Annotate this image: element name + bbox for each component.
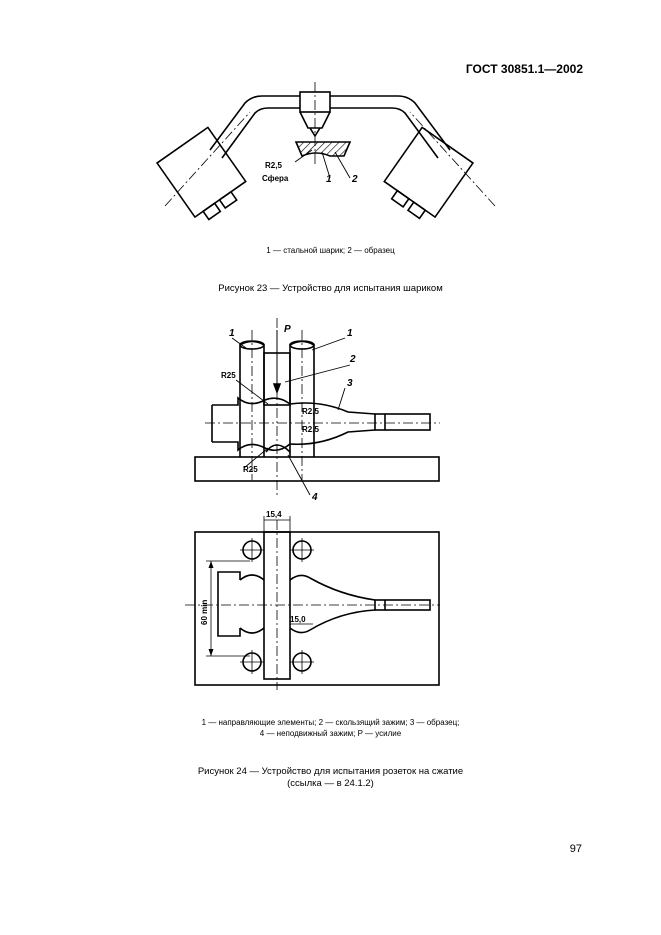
page-number: 97 (569, 843, 582, 855)
fig23-callout-2: 2 (351, 174, 358, 185)
fig24-callout-1-left: 1 (229, 328, 235, 339)
fig24-callout-2: 2 (349, 354, 356, 365)
fig23-legend: 1 — стальной шарик; 2 — образец (266, 246, 395, 255)
fig24-dim-15-4: 15,4 (266, 510, 282, 519)
fig24-callout-4: 4 (311, 492, 318, 503)
figure-23-ball-tester (155, 82, 496, 221)
fig24-caption-line1: Рисунок 24 — Устройство для испытания ро… (197, 766, 464, 777)
fig24-caption-line2: (ссылка — в 24.1.2) (287, 778, 374, 789)
fig24-legend-line2: 4 — неподвижный зажим; P — усилие (259, 729, 402, 738)
figure-24-side-view (194, 318, 440, 496)
fig23-callout-1: 1 (326, 174, 332, 185)
fig24-legend-line1: 1 — направляющие элементы; 2 — скользящи… (201, 718, 460, 727)
fig23-caption: Рисунок 23 — Устройство для испытания ша… (218, 283, 443, 294)
fig23-sphere-label: Сфера (262, 174, 289, 183)
fig24-force-label: P (284, 324, 291, 335)
fig23-radius-label: R2,5 (265, 161, 282, 170)
fig24-dim-60-min: 60 min (200, 600, 209, 625)
fig24-radius-r2-5-upper: R2,5 (302, 407, 319, 416)
fig24-radius-r2-5-lower: R2,5 (302, 425, 319, 434)
figure-24-plan-view (185, 516, 440, 690)
document-header: ГОСТ 30851.1—2002 (465, 62, 583, 76)
fig24-radius-r25-bottom: R25 (243, 465, 258, 474)
fig24-callout-1-right: 1 (347, 328, 353, 339)
fig24-callout-3: 3 (347, 378, 353, 389)
fig24-radius-r25-top: R25 (221, 371, 236, 380)
fig24-dim-15-0: 15,0 (290, 615, 306, 624)
